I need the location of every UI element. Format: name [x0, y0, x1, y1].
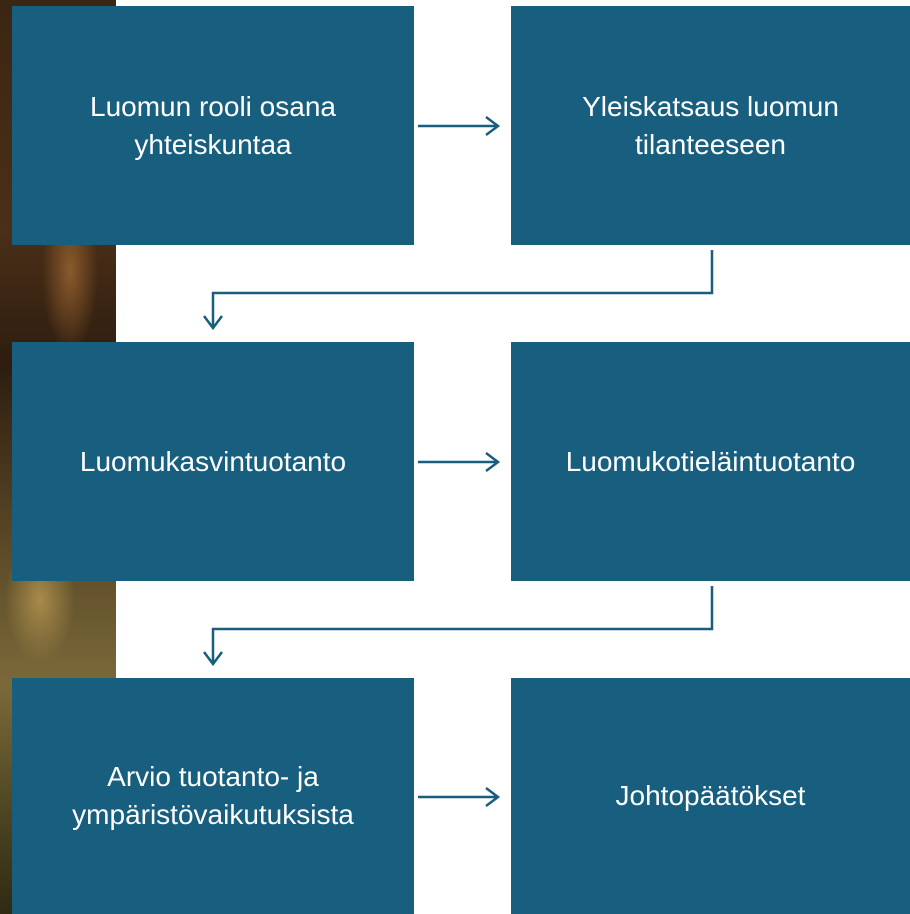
step-box-1: Luomun rooli osana yhteiskuntaa: [12, 6, 414, 245]
step-label-1: Luomun rooli osana yhteiskuntaa: [90, 90, 336, 160]
step-label-6: Johtopäätökset: [615, 780, 806, 811]
step-box-5: Arvio tuotanto- ja ympäristövaikutuksist…: [12, 678, 414, 914]
step-box-2: Yleiskatsaus luomun tilanteeseen: [511, 6, 910, 245]
step-box-4: Luomukotieläintuotanto: [511, 342, 910, 581]
step-box-6: Johtopäätökset: [511, 678, 910, 914]
step-box-3: Luomukasvintuotanto: [12, 342, 414, 581]
step-label-2: Yleiskatsaus luomun tilanteeseen: [582, 90, 839, 160]
step-label-3: Luomukasvintuotanto: [79, 445, 347, 477]
step-label-4: Luomukotieläintuotanto: [565, 445, 856, 477]
arrow-5-to-6: [418, 787, 501, 807]
elbow-arrow-2-to-3: [203, 250, 714, 331]
arrow-3-to-4: [418, 452, 501, 472]
elbow-arrow-4-to-5: [203, 586, 714, 667]
arrow-1-to-2: [418, 116, 501, 136]
step-label-5: Arvio tuotanto- ja ympäristövaikutuksist…: [72, 761, 354, 830]
